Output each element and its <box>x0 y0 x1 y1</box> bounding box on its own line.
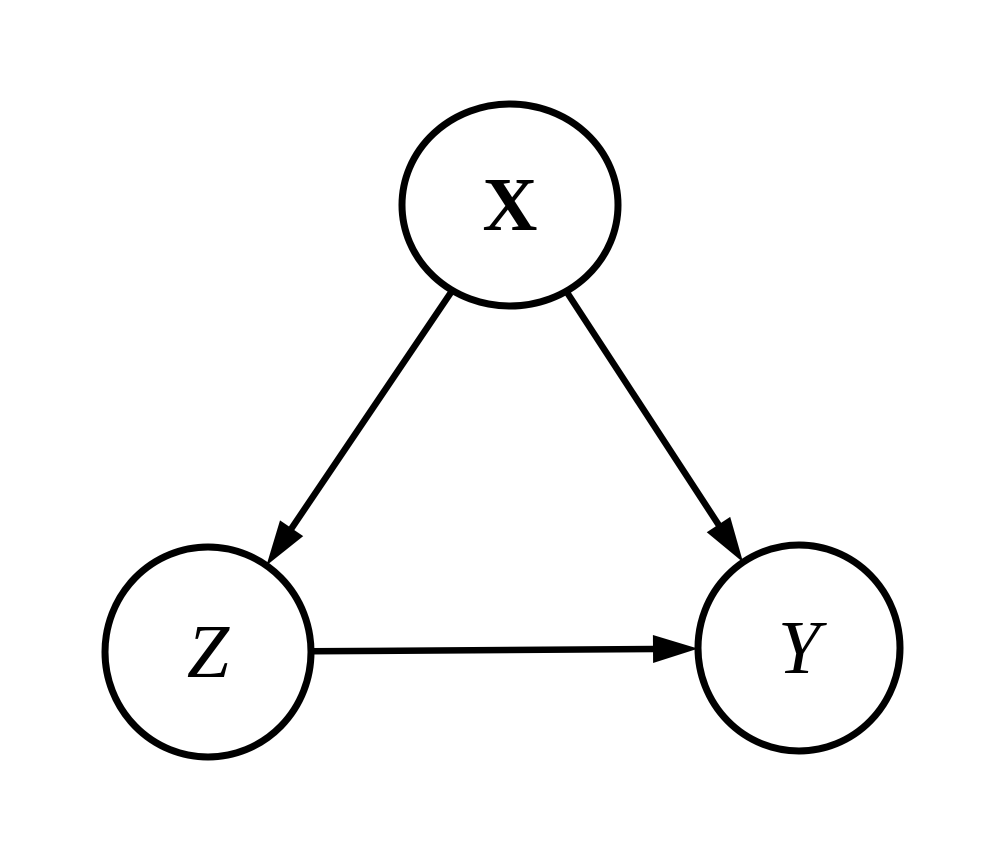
node-circle <box>398 100 622 310</box>
node-label: Y <box>778 606 828 690</box>
node-X: X <box>398 100 622 310</box>
edge-arrowhead-icon <box>266 520 304 566</box>
node-label: X <box>483 163 538 247</box>
node-Y: Y <box>694 541 904 755</box>
edge-arrowhead-icon <box>652 634 699 663</box>
node-circle <box>101 543 315 761</box>
edge-X-to-Z <box>266 288 456 566</box>
node-label: Z <box>187 610 230 694</box>
edge-line <box>310 645 656 655</box>
edge-line <box>287 288 456 532</box>
node-Z: Z <box>101 543 315 761</box>
edge-Z-to-Y <box>310 634 699 663</box>
node-circle <box>694 541 904 755</box>
edge-arrowhead-icon <box>706 516 744 563</box>
edge-line <box>563 289 723 529</box>
edge-X-to-Y <box>563 289 744 563</box>
